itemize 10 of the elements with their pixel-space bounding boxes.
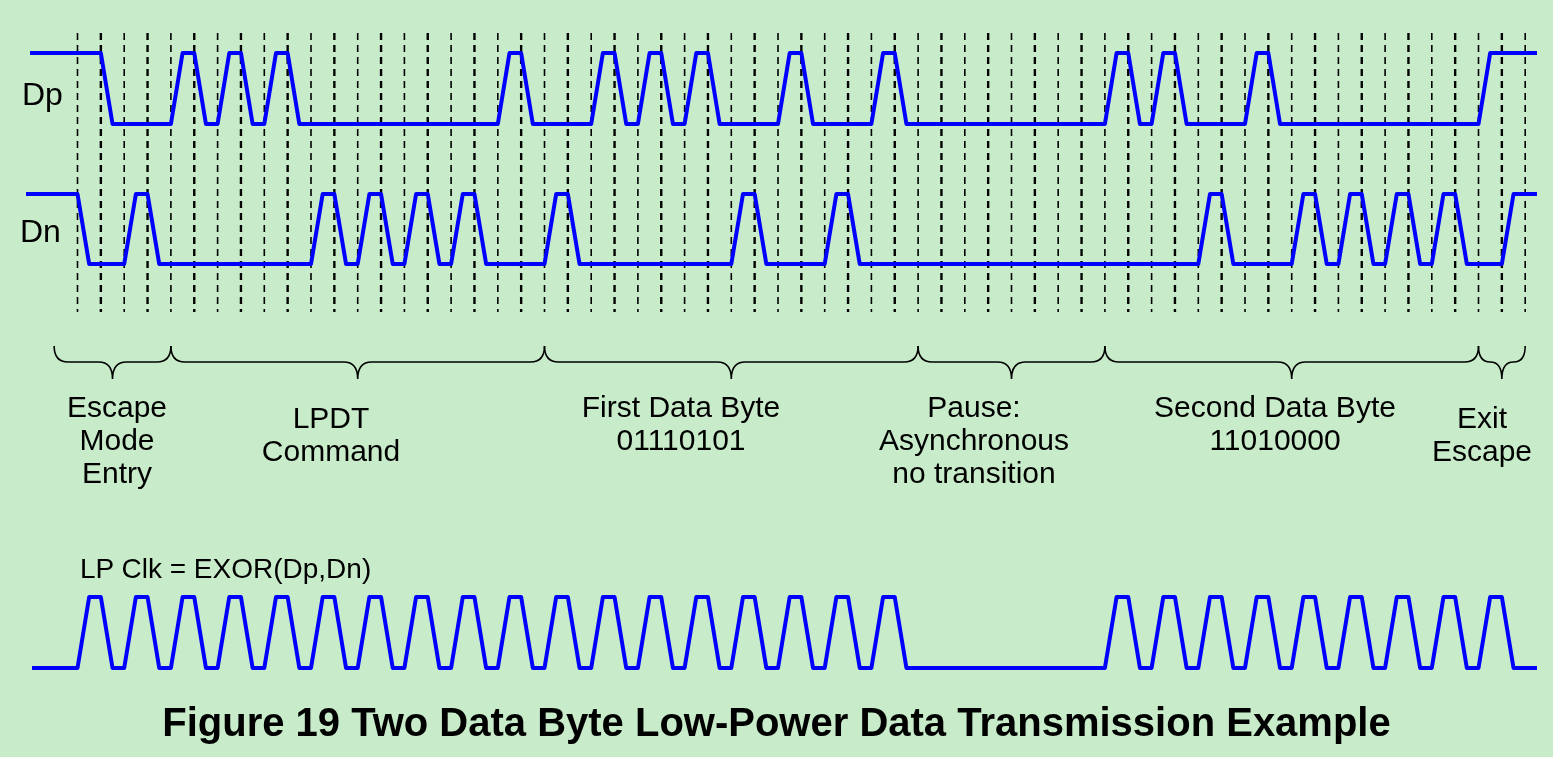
formula-label: LP Clk = EXOR(Dp,Dn) [80, 553, 372, 585]
signal-name-label: Dn [20, 213, 61, 250]
phase-label: Pause: Asynchronous no transition [877, 390, 1071, 489]
phase-label: LPDT Command [260, 401, 402, 467]
phase-label: Second Data Byte 11010000 [1153, 390, 1397, 456]
phase-label: First Data Byte 01110101 [580, 390, 782, 456]
figure-caption: Figure 19 Two Data Byte Low-Power Data Transmission Example [162, 700, 1391, 744]
phase-label: Escape Mode Entry [65, 390, 169, 489]
signal-name-label: Dp [22, 76, 63, 113]
phase-label: Exit Escape [1430, 401, 1534, 467]
